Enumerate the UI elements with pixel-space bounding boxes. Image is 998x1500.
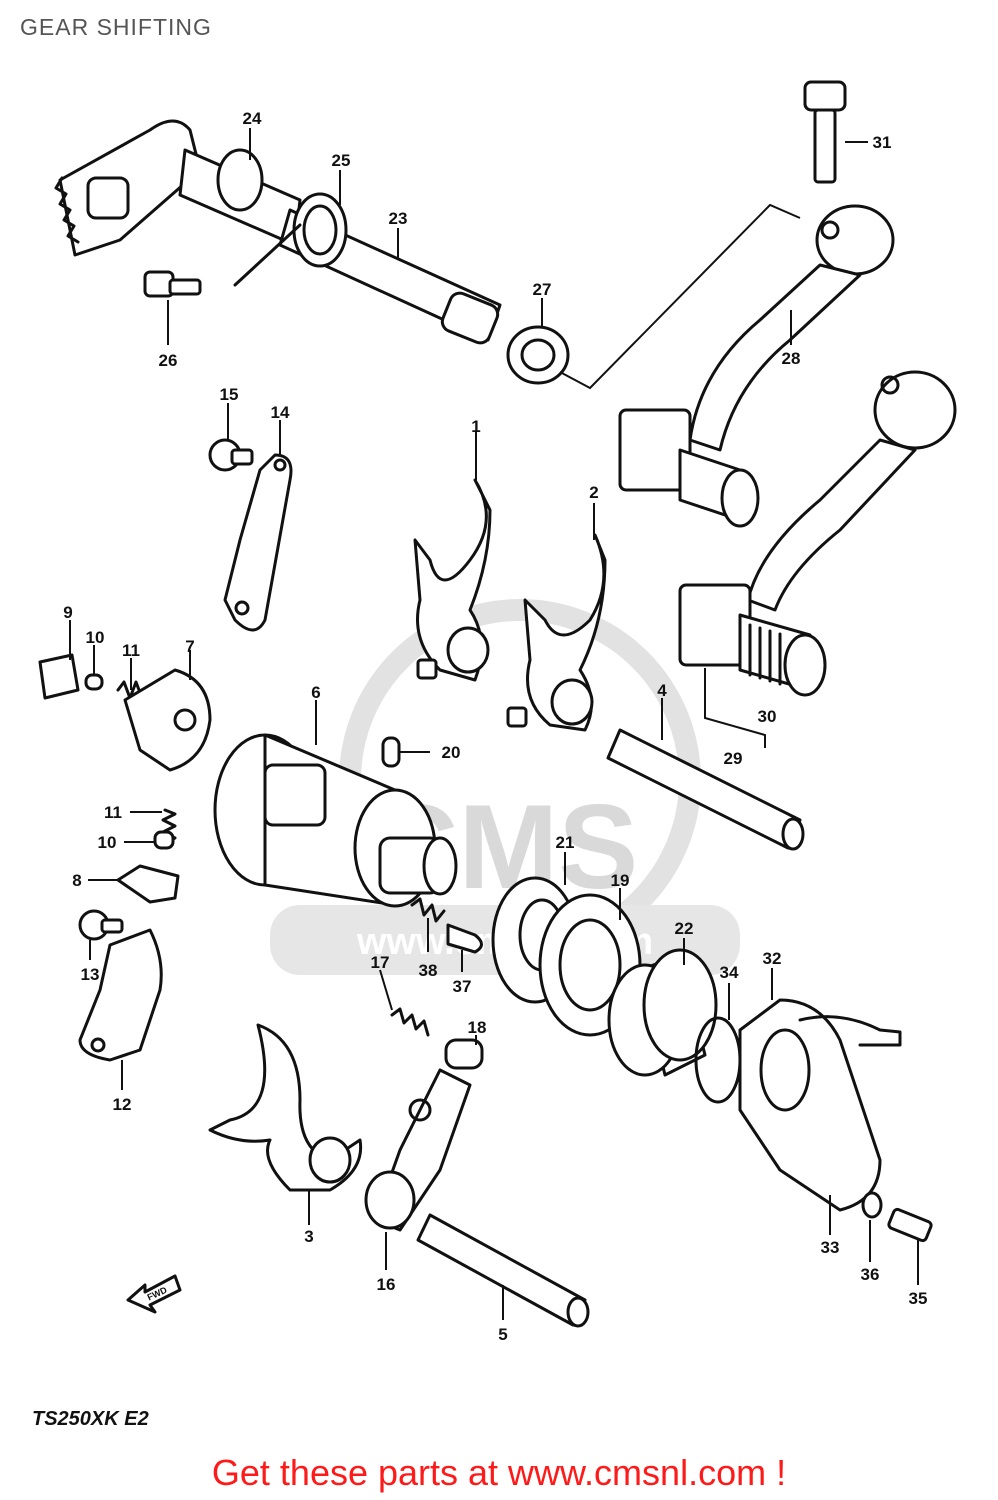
part-16-stopper-arm — [364, 1068, 472, 1232]
model-code: TS250XK E2 — [32, 1408, 149, 1430]
part-23-shift-shaft — [233, 192, 502, 345]
callout-4: 4 — [657, 681, 667, 700]
leader-lines — [69, 128, 919, 1320]
callout-10b: 10 — [98, 833, 117, 852]
callout-21: 21 — [556, 833, 575, 852]
part-35-screw — [887, 1207, 933, 1243]
part-6-shift-cam — [213, 733, 458, 908]
callout-36: 36 — [861, 1265, 880, 1284]
callout-11a: 11 — [122, 641, 140, 660]
callout-30: 30 — [758, 707, 777, 726]
part-37-pin — [446, 923, 483, 954]
part-26-bolt — [143, 270, 202, 298]
callout-labels: 1 2 3 4 5 6 7 8 9 10 10 11 11 12 13 14 1… — [63, 109, 927, 1344]
callout-16: 16 — [377, 1275, 396, 1294]
part-13-screw — [78, 909, 124, 941]
callout-6: 6 — [311, 683, 320, 702]
part-11-spring-lower — [161, 808, 177, 846]
part-24-shift-shaft-plate — [54, 119, 302, 257]
callout-9: 9 — [63, 603, 72, 622]
part-34-o-ring — [694, 1016, 742, 1104]
part-1-shift-fork — [413, 478, 492, 682]
callout-37: 37 — [453, 977, 472, 996]
callout-28: 28 — [782, 349, 801, 368]
part-28-gearshift-lever — [559, 203, 895, 528]
part-27-oil-seal — [506, 325, 570, 385]
callout-20: 20 — [442, 743, 461, 762]
part-14-stopper-plate — [208, 438, 293, 632]
part-12-bracket — [78, 928, 163, 1062]
fwd-arrow-icon: FWD — [126, 1274, 182, 1314]
part-10-pin-lower — [153, 830, 175, 850]
callout-34: 34 — [720, 963, 739, 982]
part-9-plate — [38, 653, 80, 700]
part-2-shift-fork — [506, 533, 607, 732]
part-22-bearing — [607, 948, 718, 1077]
callout-15: 15 — [220, 385, 239, 404]
callout-33: 33 — [821, 1238, 840, 1257]
part-29-lever-assembly — [678, 370, 957, 748]
callout-3: 3 — [304, 1227, 313, 1246]
cta-link[interactable]: Get these parts at www.cmsnl.com ! — [211, 1452, 787, 1493]
part-31-bolt — [803, 80, 847, 184]
part-18-pin — [444, 1038, 484, 1070]
part-17-spring — [390, 1007, 430, 1037]
callout-38: 38 — [419, 961, 438, 980]
callout-18: 18 — [468, 1018, 487, 1037]
part-38-spring — [410, 897, 446, 923]
callout-25: 25 — [332, 151, 351, 170]
part-36-washer — [861, 1191, 883, 1219]
callout-17: 17 — [371, 953, 390, 972]
page-title: GEAR SHIFTING — [20, 14, 212, 40]
callout-7: 7 — [185, 637, 194, 656]
callout-10a: 10 — [86, 628, 105, 647]
callout-35: 35 — [909, 1289, 928, 1308]
callout-23: 23 — [389, 209, 408, 228]
callout-1: 1 — [471, 417, 480, 436]
callout-32: 32 — [763, 949, 782, 968]
callout-29: 29 — [724, 749, 743, 768]
callout-26: 26 — [159, 351, 178, 370]
callout-27: 27 — [533, 280, 552, 299]
callout-2: 2 — [589, 483, 598, 502]
callout-14: 14 — [271, 403, 290, 422]
callout-19: 19 — [611, 871, 630, 890]
part-4-fork-shaft — [606, 728, 805, 851]
callout-24: 24 — [243, 109, 262, 128]
part-3-shift-fork — [208, 1023, 363, 1192]
part-5-fork-shaft — [416, 1213, 590, 1328]
part-10-pin — [84, 673, 104, 691]
callout-12: 12 — [113, 1095, 132, 1114]
callout-13: 13 — [81, 965, 100, 984]
part-32-cover — [738, 998, 902, 1212]
part-20-pin — [381, 736, 401, 768]
callout-22: 22 — [675, 919, 694, 938]
callout-5: 5 — [498, 1325, 507, 1344]
callout-8: 8 — [72, 871, 81, 890]
callout-11b: 11 — [104, 803, 122, 822]
callout-31: 31 — [873, 133, 892, 152]
part-8-plate — [116, 864, 180, 904]
